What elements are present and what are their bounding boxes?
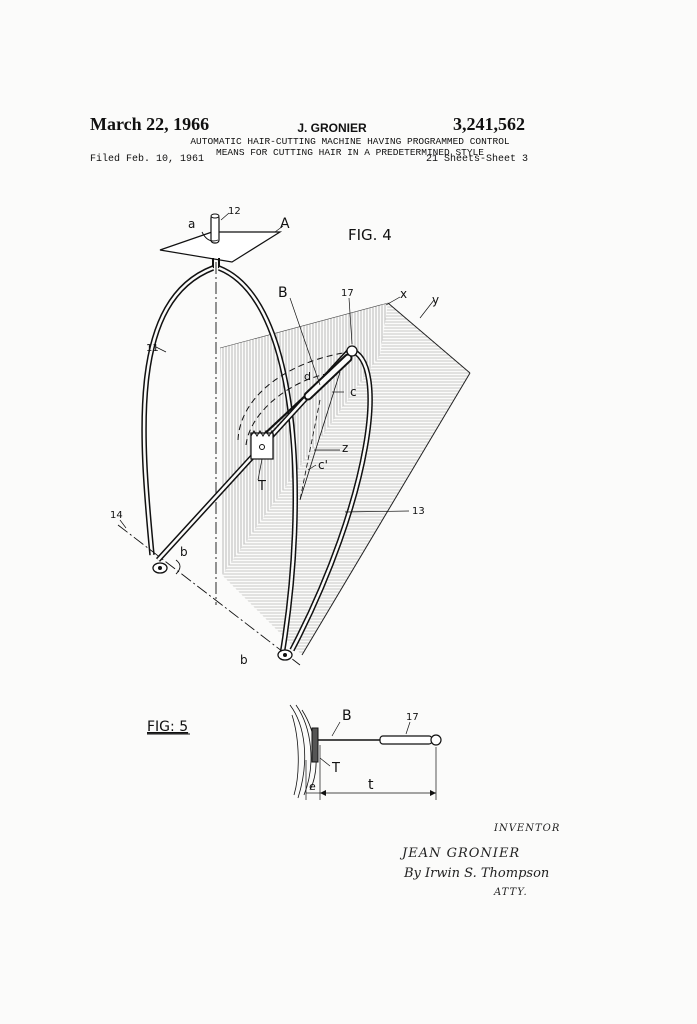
plate-A — [159, 231, 283, 263]
label-d: d — [304, 370, 311, 383]
label-a: a — [188, 217, 195, 231]
cylinder-17-fig5 — [379, 735, 433, 745]
label-B: B — [278, 285, 288, 301]
pin-12 — [210, 214, 220, 244]
label-z: z — [342, 441, 348, 455]
inventor-header: J. GRONIER — [297, 121, 367, 135]
label-b-left: b — [180, 545, 188, 559]
inventor-name: JEAN GRONIER — [402, 846, 521, 861]
fig5-drawing: FIG: 5 B 17 T e t — [147, 704, 442, 800]
label-t-fig5: t — [368, 777, 374, 793]
fig4-drawing: FIG. 4 a 12 A B 17 x y 11 d c z c' T 13 … — [110, 206, 471, 667]
label-b-bottom: b — [240, 653, 248, 667]
sheet-count: 21 Sheets-Sheet 3 — [425, 154, 528, 165]
label-T: T — [257, 479, 266, 494]
patent-date: March 22, 1966 — [90, 114, 210, 134]
inventor-label: INVENTOR — [494, 823, 561, 834]
plane-y — [222, 303, 470, 655]
label-c-prime: c' — [318, 458, 328, 472]
label-14: 14 — [110, 510, 123, 521]
cutter-T — [250, 432, 274, 460]
label-11: 11 — [146, 343, 159, 354]
attorney-label: ATTY. — [494, 887, 528, 898]
label-B-fig5: B — [342, 708, 352, 724]
label-e-fig5: e — [309, 780, 316, 793]
dashed-trace — [237, 351, 351, 441]
label-T-fig5: T — [331, 761, 340, 776]
label-A: A — [280, 216, 290, 232]
label-x: x — [400, 287, 407, 301]
fig5-caption: FIG: 5 — [147, 719, 188, 735]
patent-number: 3,241,562 — [453, 114, 525, 134]
hair-strands — [289, 704, 317, 799]
label-y: y — [432, 293, 439, 307]
filed-date: Filed Feb. 10, 1961 — [90, 154, 205, 165]
label-17: 17 — [341, 288, 354, 299]
patent-title-line-1: AUTOMATIC HAIR-CUTTING MACHINE HAVING PR… — [190, 136, 510, 147]
fig4-caption: FIG. 4 — [348, 226, 392, 244]
plane-x — [220, 303, 388, 575]
patent-title-line-2: MEANS FOR CUTTING HAIR IN A PREDETERMINE… — [216, 147, 484, 158]
label-17-fig5: 17 — [406, 712, 419, 723]
label-c: c — [350, 385, 357, 399]
label-13: 13 — [412, 506, 425, 517]
label-12: 12 — [228, 206, 241, 217]
cutter-T-fig5 — [311, 727, 319, 763]
pivot-axis-14 — [117, 524, 301, 666]
attorney-signature: By Irwin S. Thompson — [404, 866, 550, 881]
